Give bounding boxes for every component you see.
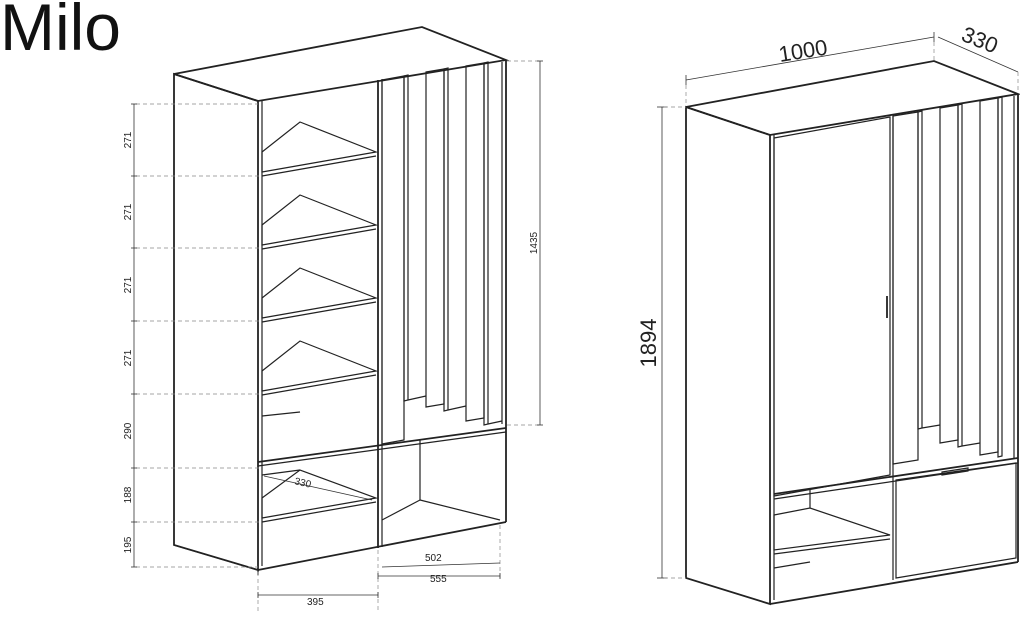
inner-depth-dimension: 330: [263, 475, 373, 501]
shelf-dim-5: 290: [123, 422, 134, 439]
slatted-door: [892, 96, 1015, 465]
upper-height-dimension: 1435: [529, 60, 543, 426]
shelves: [261, 121, 379, 523]
dim-555: 555: [430, 574, 447, 585]
dim-395: 395: [307, 597, 324, 608]
left-door: [773, 116, 891, 497]
exterior-shelf: [773, 507, 891, 551]
shelf-dim-4: 271: [123, 349, 134, 366]
dim-330-inner: 330: [293, 476, 312, 491]
shelf-2: [261, 194, 379, 246]
shelf-1: [261, 121, 379, 173]
dim-330: 330: [958, 21, 1001, 58]
dim-1435: 1435: [529, 231, 540, 254]
shelf-5: [261, 469, 379, 519]
wardrobe-exterior-view: 1000 330 1894: [636, 21, 1020, 606]
shelf-4: [261, 340, 379, 392]
dim-502: 502: [425, 553, 442, 564]
exterior-open-compartment: [773, 490, 891, 569]
shelf-dim-2: 271: [123, 203, 134, 220]
exterior-bottom-edge: [769, 561, 1019, 605]
bottom-width-dimensions: 502 555 395: [257, 553, 501, 608]
exterior-base-line: [773, 457, 1019, 495]
shelf-dim-1: 271: [123, 131, 134, 148]
dim-1894: 1894: [636, 319, 661, 368]
left-side-panel: [173, 72, 259, 572]
height-dimension: 1894: [636, 106, 686, 579]
base-top-line: [257, 427, 507, 463]
shelf-dim-3: 271: [123, 276, 134, 293]
shelf-height-dimensions: 271 271 271 271 290 188 195: [123, 103, 137, 568]
shelf-dim-6: 188: [123, 486, 134, 503]
slatted-panels: [381, 61, 503, 445]
exterior-side-panel: [685, 105, 771, 606]
shelf-3: [261, 267, 379, 319]
top-panel: [173, 26, 510, 102]
depth-dimension: 330: [937, 21, 1019, 92]
wardrobe-interior-view: 271 271 271 271 290 188 195 1435 330: [123, 26, 543, 612]
drawer-handle: [941, 467, 969, 476]
product-title: Milo: [0, 0, 122, 64]
dim-1000: 1000: [777, 35, 829, 67]
drawer-front: [895, 462, 1017, 579]
lower-right-compartment: [381, 440, 501, 521]
left-dimension-extensions: [136, 60, 542, 612]
shelf-dim-7: 195: [123, 536, 134, 553]
